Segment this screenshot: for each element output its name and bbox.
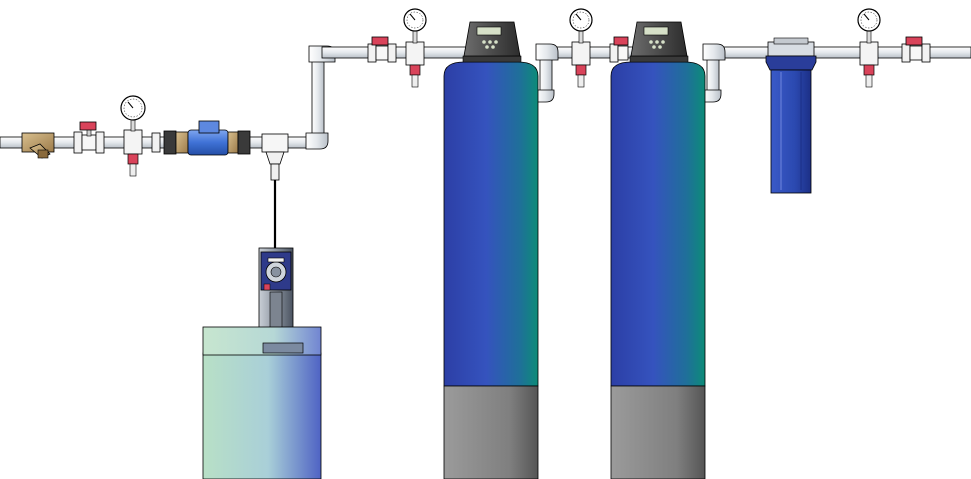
- control-display-icon: [476, 26, 502, 36]
- drain-cock-icon: [127, 153, 139, 165]
- outlet-shutoff-valve[interactable]: [901, 36, 931, 63]
- gauge-assembly-2: [569, 8, 629, 88]
- inlet-strainer: [21, 132, 55, 159]
- riser-pipe: [311, 51, 325, 147]
- meter-register-icon: [198, 120, 220, 134]
- filter-tank-1: [443, 21, 539, 479]
- outlet-pressure-gauge: [857, 8, 881, 88]
- inlet-shutoff-valve[interactable]: [73, 121, 105, 154]
- inlet-pressure-gauge: [120, 95, 146, 177]
- control-display-icon: [643, 26, 669, 36]
- valve-handle-icon[interactable]: [79, 121, 97, 131]
- riser-elbow-bottom: [305, 132, 329, 150]
- reagent-tank: [202, 326, 322, 479]
- filter-tank-2: [610, 21, 706, 479]
- cartridge-filter: [765, 37, 817, 194]
- water-meter: [151, 120, 251, 156]
- tank2-outlet-elbow-top: [702, 43, 726, 61]
- valve-handle-icon[interactable]: [905, 36, 923, 46]
- valve-handle-icon: [371, 36, 389, 46]
- gauge-assembly-1: [367, 8, 427, 88]
- reagent-tank-cap-icon: [262, 342, 304, 354]
- tank1-outlet-elbow-top: [535, 43, 559, 61]
- valve-handle-icon: [613, 36, 629, 46]
- tank2-outlet-elbow: [702, 89, 722, 103]
- dosing-tee: [261, 133, 289, 262]
- meter-body-icon: [187, 129, 229, 156]
- outlet-pipe: [706, 46, 971, 59]
- dosing-pump: [258, 247, 294, 329]
- tank1-outlet-elbow: [535, 89, 555, 103]
